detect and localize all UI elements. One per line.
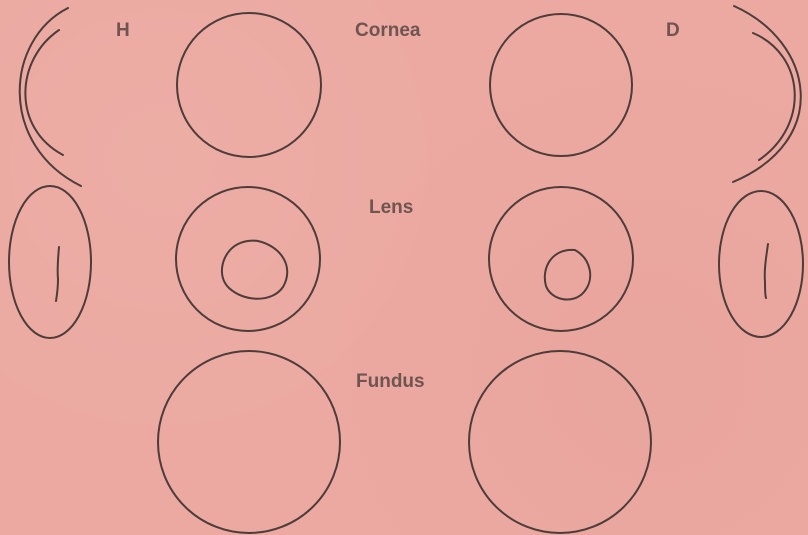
lens-label: Lens <box>369 198 413 217</box>
left-lens-circle <box>176 187 320 331</box>
right-lens-circle <box>489 187 633 331</box>
cornea-label: Cornea <box>355 21 420 40</box>
left-lens-profile-ellipse <box>9 186 91 338</box>
right-cornea-profile-outer <box>733 6 801 182</box>
left-fundus-circle <box>158 351 340 533</box>
left-lens-profile-mark <box>56 247 59 301</box>
left-cornea-profile-outer <box>20 8 81 186</box>
right-lens-profile-ellipse <box>719 191 803 337</box>
right-cornea-circle <box>490 14 632 156</box>
right-eye-label: D <box>666 21 680 40</box>
fundus-label: Fundus <box>356 372 425 391</box>
right-fundus-circle <box>469 351 651 533</box>
left-lens-opacity <box>222 241 287 299</box>
right-lens-profile-mark <box>765 244 768 298</box>
left-cornea-circle <box>177 13 321 157</box>
right-lens-opacity <box>545 250 590 300</box>
left-eye-label: H <box>116 21 130 40</box>
